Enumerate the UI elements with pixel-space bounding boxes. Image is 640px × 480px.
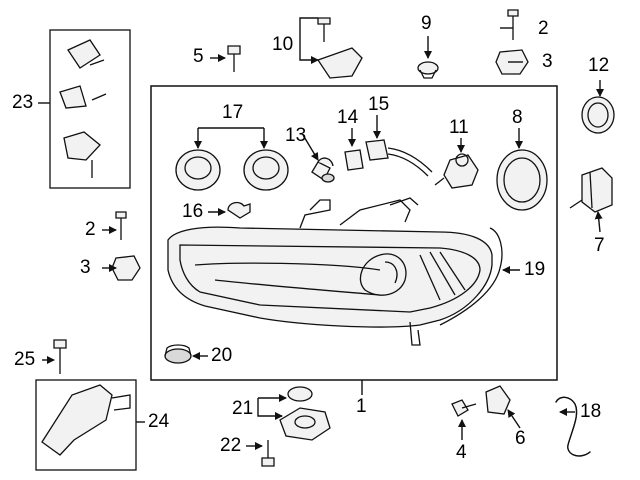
grommet-part: [164, 344, 192, 364]
callout-6: 6: [515, 428, 526, 449]
screw-2-upper-part: [507, 9, 519, 40]
wire-harness-part: [365, 139, 433, 177]
bracket-kit-contents: [59, 39, 107, 178]
headlamp-housing-part: [167, 197, 493, 346]
clip-part: [227, 201, 251, 219]
trim-strip-part: [439, 227, 503, 326]
callout-13: 13: [285, 125, 307, 146]
retainer-6-part: [485, 385, 511, 415]
seal-ring-part: [581, 96, 615, 134]
callout-17: 17: [222, 102, 244, 123]
callout-19: 19: [524, 259, 546, 280]
callout-3-lower: 3: [80, 257, 91, 278]
callout-5: 5: [193, 46, 204, 67]
callout-21: 21: [232, 398, 254, 419]
nut-3-lower-part: [111, 255, 141, 281]
callout-9: 9: [421, 13, 432, 34]
callout-15: 15: [368, 94, 390, 115]
bolt-5-part: [227, 45, 241, 72]
callout-1: 1: [356, 396, 367, 417]
bulb-part: [311, 157, 335, 183]
callout-23: 23: [12, 92, 34, 113]
leader-lines: [38, 17, 604, 450]
socket-part: [344, 149, 364, 171]
callout-2-lower: 2: [85, 219, 96, 240]
callout-11: 11: [449, 117, 469, 138]
callout-10: 10: [272, 34, 294, 55]
callout-8: 8: [512, 107, 523, 128]
callout-7: 7: [594, 235, 605, 256]
callout-22: 22: [220, 435, 242, 456]
callout-25: 25: [14, 349, 36, 370]
upper-bracket-part: [316, 17, 363, 79]
callout-3-upper: 3: [542, 51, 553, 72]
dust-cap-parts: [175, 149, 289, 191]
callout-12: 12: [588, 55, 610, 76]
callout-20: 20: [211, 345, 233, 366]
bolt-4-part: [451, 399, 477, 417]
callout-16: 16: [182, 201, 204, 222]
gasket-ring-part: [496, 149, 548, 211]
bolt-25-part: [53, 339, 67, 374]
callout-24: 24: [148, 411, 170, 432]
callout-14: 14: [337, 107, 359, 128]
bracket-kit-box: [49, 29, 131, 189]
control-module-part: [279, 386, 331, 441]
screw-2-lower-part: [115, 211, 127, 240]
callout-2-upper: 2: [538, 18, 549, 39]
mounting-bracket-part: [41, 384, 113, 456]
leveling-motor-part: [434, 153, 479, 189]
mounting-bracket-box: [35, 379, 137, 471]
callout-18: 18: [580, 401, 602, 422]
push-plug-part: [417, 61, 439, 79]
headlamp-assembly-box: [150, 85, 558, 381]
ballast-igniter-part: [569, 167, 613, 213]
screw-22-part: [261, 440, 275, 467]
callout-4: 4: [456, 442, 467, 463]
